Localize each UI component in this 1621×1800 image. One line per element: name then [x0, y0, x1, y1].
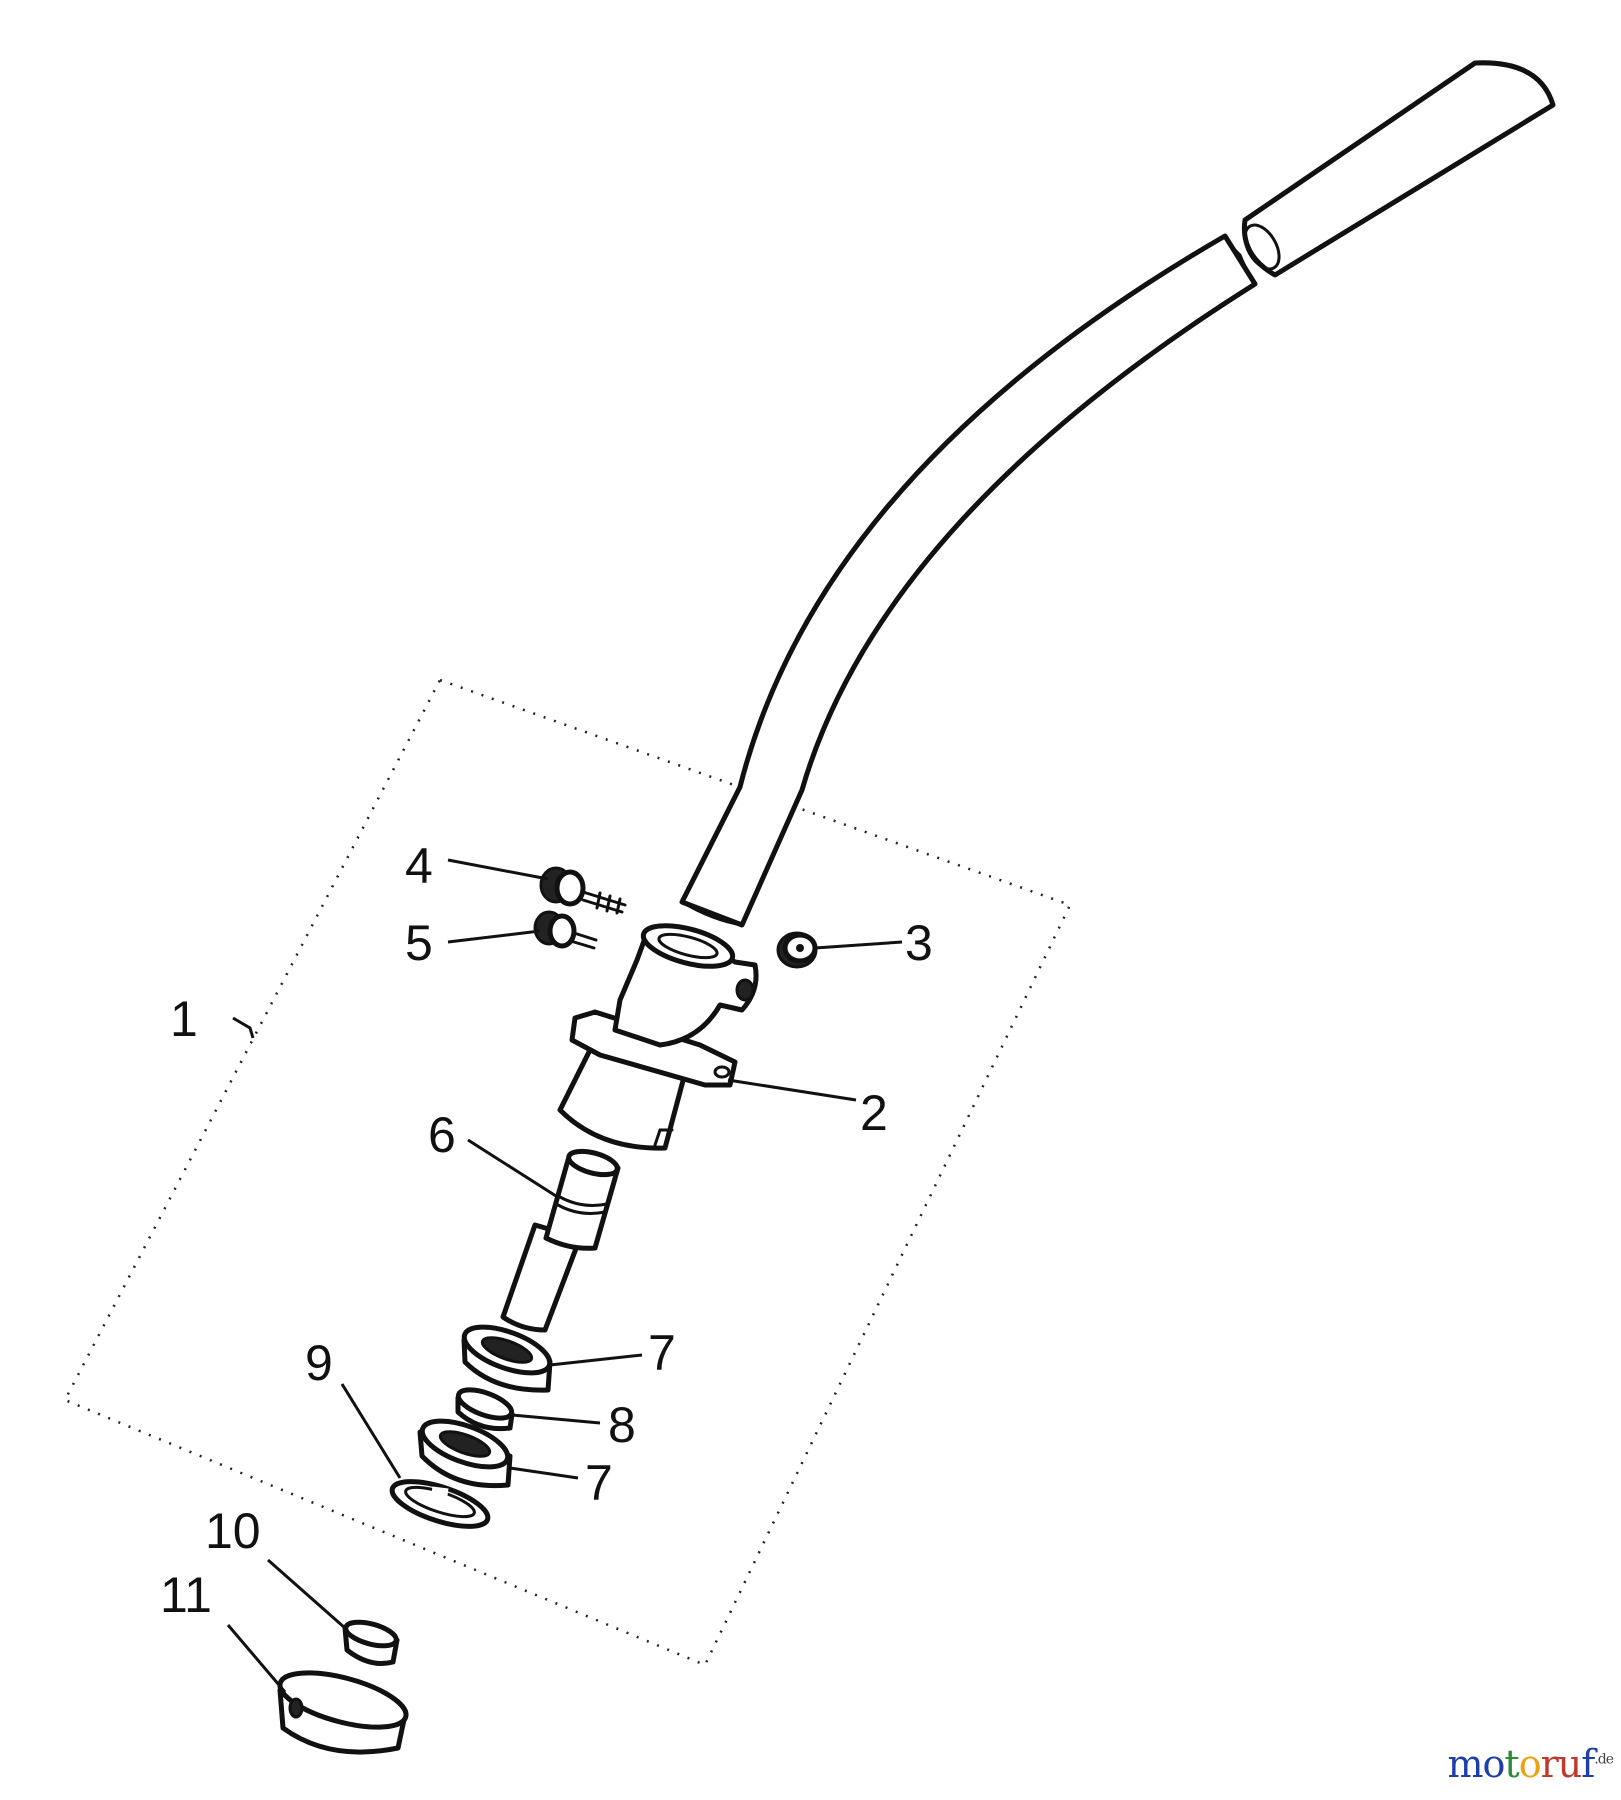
drive-shaft	[500, 1148, 621, 1333]
watermark-tld: .de	[1594, 1751, 1614, 1768]
ball-bearing-upper	[461, 1324, 553, 1393]
nut	[776, 931, 818, 969]
leader-6	[467, 1138, 557, 1198]
callout-11: 11	[160, 1567, 212, 1623]
leader-7b	[509, 1466, 579, 1480]
callout-7-upper: 7	[648, 1325, 676, 1381]
watermark-part-2: o	[1518, 1742, 1542, 1786]
tube-upper-bore	[1243, 223, 1281, 271]
callout-7-lower: 7	[585, 1455, 613, 1511]
callout-10: 10	[205, 1503, 261, 1559]
callout-9: 9	[305, 1335, 333, 1391]
cap-screw-short	[533, 910, 598, 950]
callout-5: 5	[405, 915, 433, 971]
tube-break-line	[1223, 234, 1257, 286]
gear-housing	[557, 923, 759, 1151]
housing-body	[557, 1047, 691, 1151]
leader-lines	[226, 858, 903, 1693]
tube-end-edge	[680, 900, 744, 927]
callout-3: 3	[905, 915, 933, 971]
leader-9	[340, 1383, 402, 1479]
watermark-logo: motoruf.de	[1447, 1742, 1614, 1786]
callout-2: 2	[860, 1085, 888, 1141]
leader-8	[511, 1413, 601, 1425]
callouts: 1 2 3 4 5 6 7 7 8 9 10 11	[160, 838, 933, 1623]
leader-1	[232, 1016, 255, 1039]
shaft-top-end	[566, 1148, 620, 1178]
watermark-part-3: ru	[1540, 1742, 1583, 1786]
leader-11	[226, 1624, 287, 1693]
leader-10	[267, 1558, 346, 1630]
tube-upper-section	[1241, 60, 1556, 278]
watermark-text: motoruf	[1447, 1742, 1595, 1786]
snap-ring	[389, 1479, 491, 1529]
watermark-part-4: f	[1581, 1742, 1595, 1786]
shaft-lower	[500, 1222, 583, 1333]
tube-curved-section	[679, 233, 1258, 928]
bushing	[342, 1619, 400, 1666]
assembly-boundary	[63, 678, 1072, 1667]
spacer-ring	[455, 1387, 515, 1432]
leader-3	[814, 940, 903, 950]
callout-8: 8	[608, 1397, 636, 1453]
cap-screw	[539, 866, 627, 915]
watermark-part-1: t	[1504, 1742, 1519, 1786]
watermark-part-0: mo	[1447, 1742, 1505, 1786]
callout-6: 6	[428, 1107, 456, 1163]
leader-2	[727, 1078, 857, 1102]
leader-7a	[549, 1353, 643, 1367]
drive-tube	[679, 60, 1556, 928]
leader-5	[447, 929, 541, 944]
callout-1: 1	[170, 991, 198, 1047]
ball-bearing-lower	[417, 1418, 513, 1489]
leader-4	[447, 858, 549, 881]
callout-4: 4	[405, 838, 433, 894]
collar-ring	[277, 1670, 409, 1755]
